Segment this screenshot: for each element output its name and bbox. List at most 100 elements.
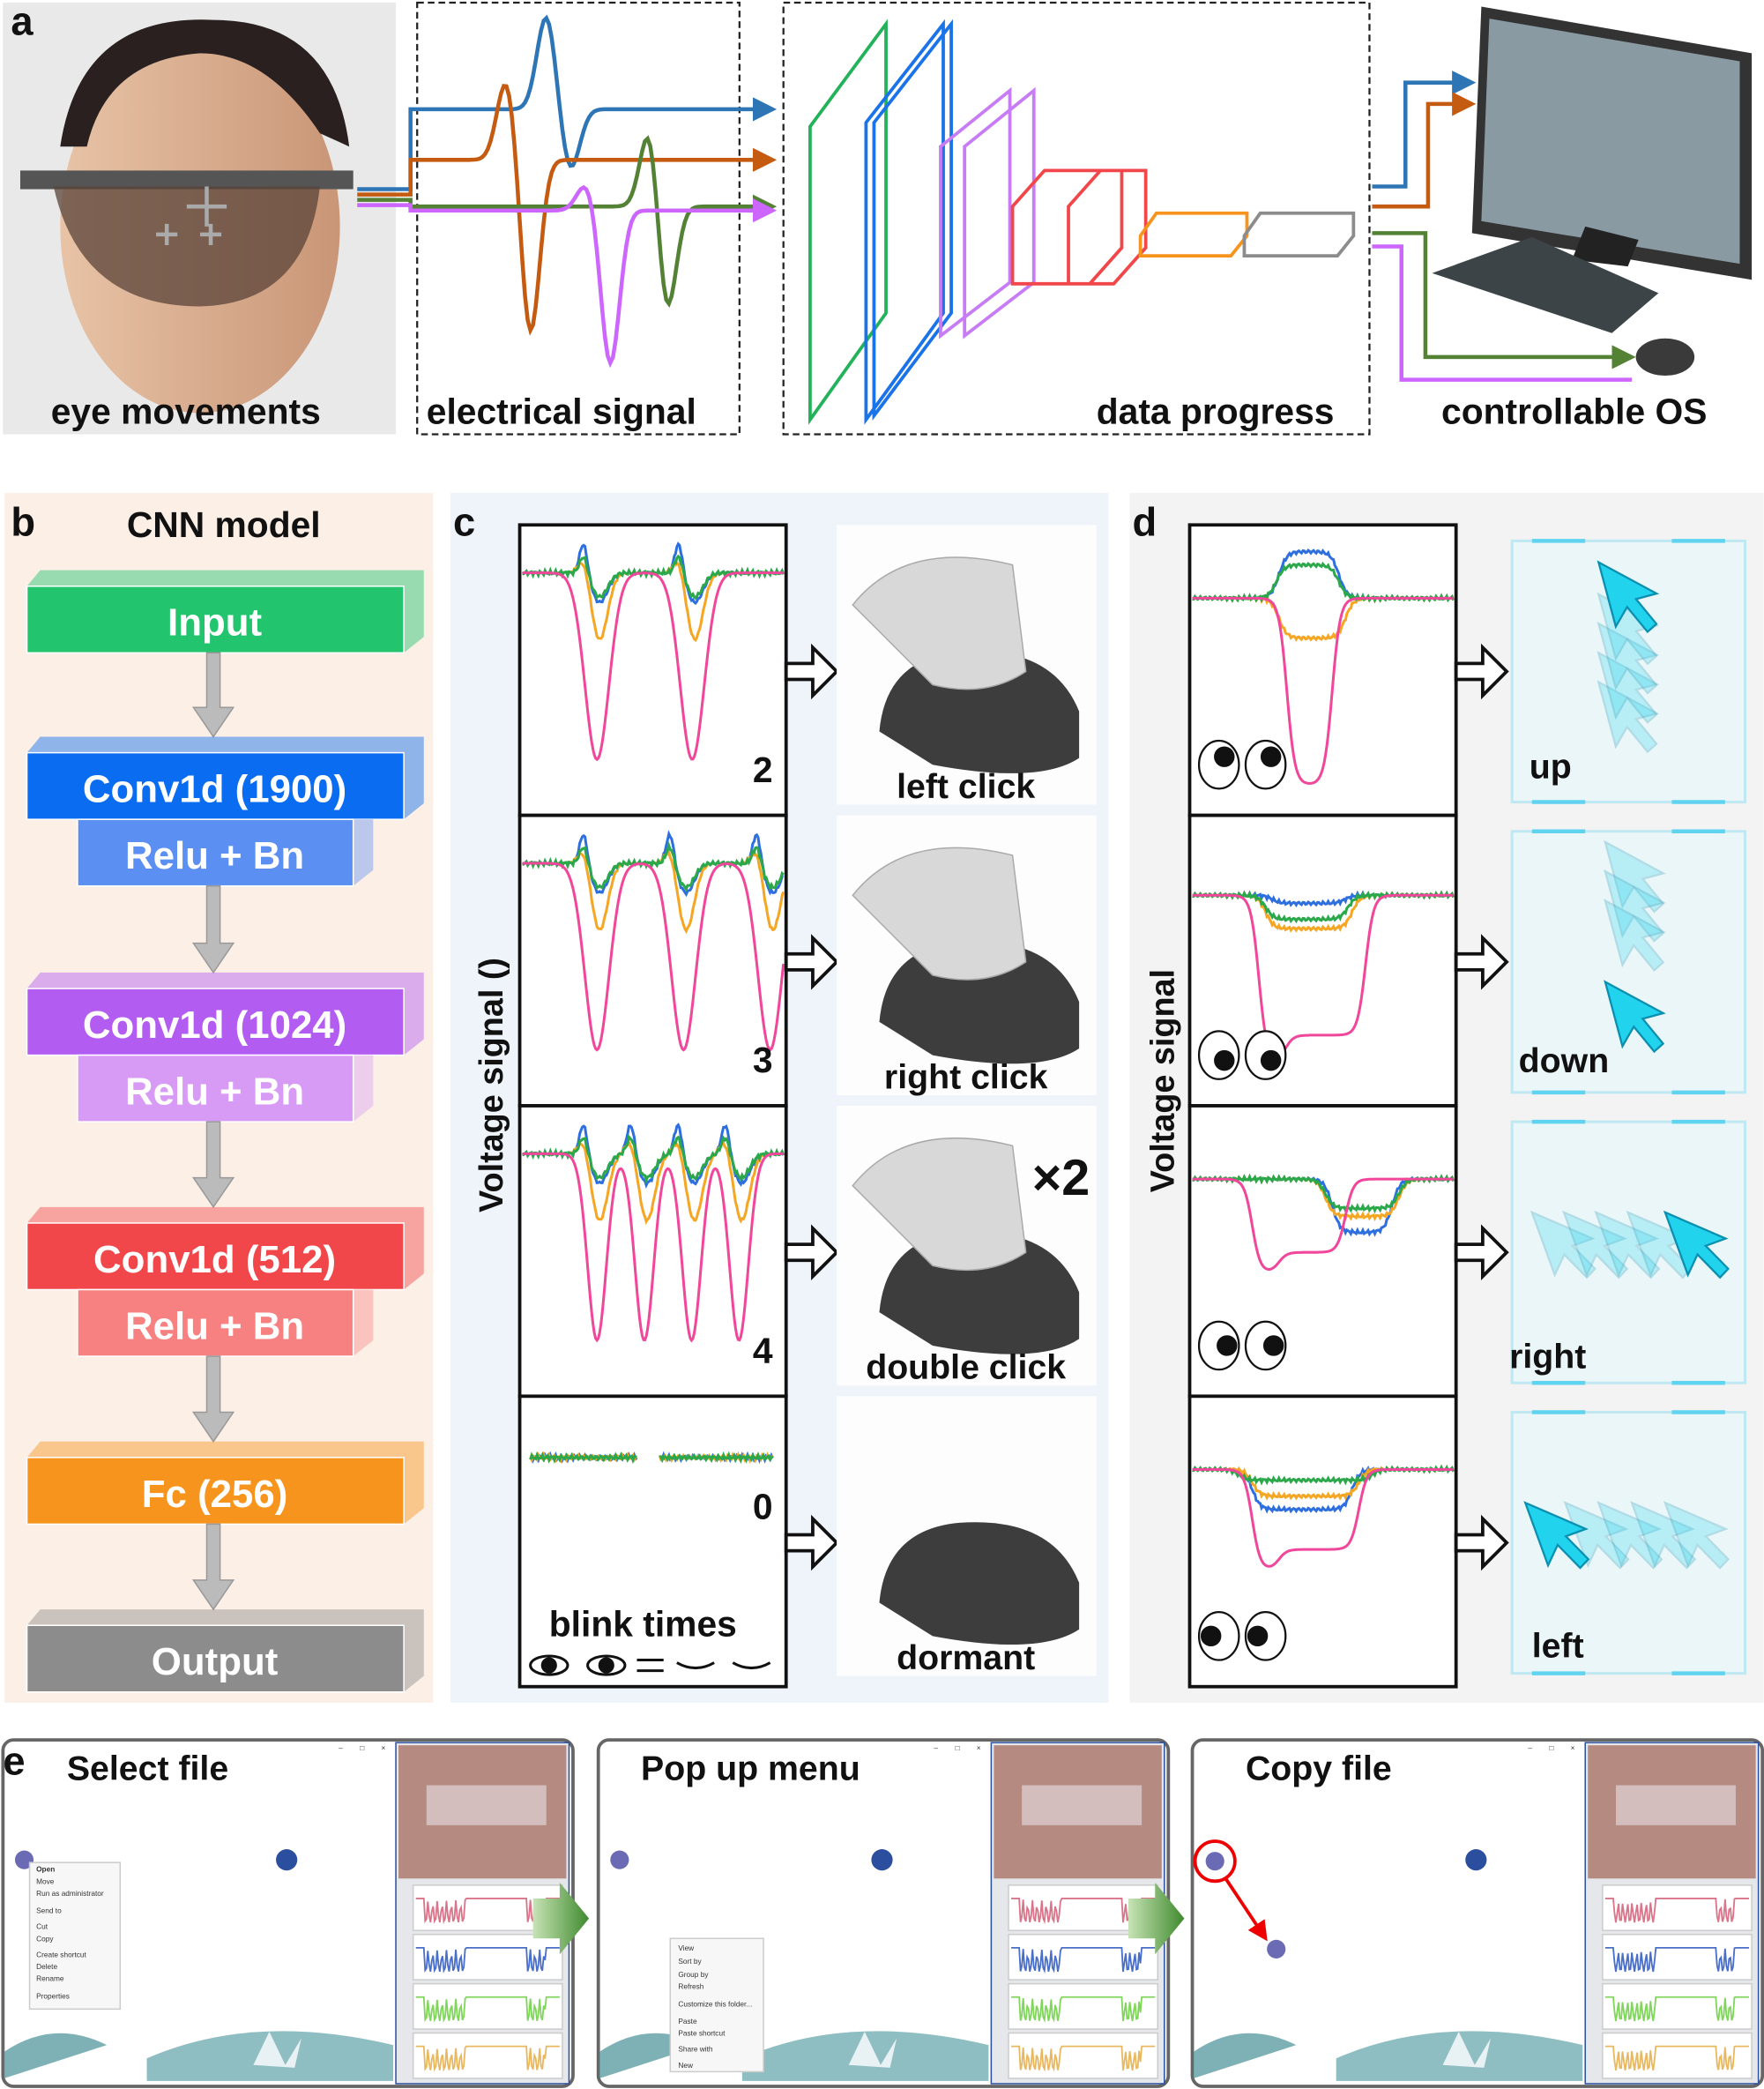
step-title: Copy file (1246, 1749, 1392, 1787)
menu-item[interactable]: Copy (36, 1934, 54, 1943)
menu-item[interactable]: Move (36, 1876, 55, 1885)
caption-controllable-os: controllable OS (1441, 391, 1707, 431)
panel-e: –□×Select file–□×Pop up menu–□×Copy file… (1, 1738, 1764, 2088)
arrow-icon (1454, 1224, 1509, 1280)
eye-direction-icon (1197, 1320, 1287, 1371)
mouse-action-image: double click×2 (837, 1105, 1097, 1387)
menu-item[interactable]: View (678, 1944, 695, 1952)
live-signal-trace (1604, 2045, 1750, 2070)
cursor-icon (1663, 1210, 1730, 1280)
panel-letter-c: c (453, 499, 475, 544)
menu-item[interactable]: Cut (36, 1922, 48, 1931)
live-signal-trace (1011, 1946, 1156, 1974)
signal-trace (357, 135, 778, 308)
next-step-arrow (1128, 1882, 1185, 1955)
mouse-icon (879, 1522, 1080, 1645)
desktop-icon[interactable] (1465, 1849, 1487, 1871)
cursor-motion-card: right (1509, 1119, 1747, 1385)
cursor-icon (1563, 1501, 1630, 1570)
cursor-icon (1604, 839, 1666, 914)
signal-trace (1192, 1467, 1454, 1568)
screen-capture-2: – □ × Copy file (1190, 1738, 1764, 2088)
menu-item[interactable]: Create shortcut (36, 1950, 86, 1958)
computer (1432, 6, 1753, 377)
live-signal-trace (1604, 1898, 1750, 1923)
caption-eye-movements: eye movements (51, 391, 321, 431)
live-signal-trace (1011, 1996, 1156, 2023)
menu-item[interactable]: Paste shortcut (678, 2029, 726, 2038)
glasses-lens (53, 186, 320, 307)
window-control-2[interactable]: × (381, 1743, 385, 1752)
menu-item[interactable]: Delete (36, 1962, 57, 1971)
file-icon[interactable] (610, 1850, 629, 1869)
arrow-icon (784, 1514, 839, 1571)
block-label: Conv1d (1900) (83, 768, 346, 811)
live-signal-trace (415, 1996, 560, 2023)
panel-letter-b: b (11, 499, 35, 544)
signal-trace (357, 84, 778, 336)
move-arrow (1224, 1877, 1268, 1942)
window-control-1[interactable]: □ (360, 1743, 364, 1752)
menu-item[interactable]: Refresh (678, 1982, 703, 1991)
cursor-icon (1597, 1501, 1664, 1570)
blink-times-caption: blink times (549, 1603, 737, 1644)
blink-eyes-icon (529, 1654, 771, 1676)
menu-item[interactable]: Run as administrator (36, 1889, 104, 1898)
window-control-0[interactable]: – (934, 1743, 938, 1752)
keyboard (1432, 236, 1659, 333)
menu-item[interactable]: Properties (36, 1991, 70, 2000)
eye-direction-icon (1197, 739, 1287, 790)
block-label: Fc (256) (142, 1473, 288, 1516)
menu-item[interactable]: Customize this folder... (678, 1999, 752, 2008)
menu-item[interactable]: New (678, 2061, 694, 2070)
flow-arrow (191, 1121, 235, 1209)
menu-item[interactable]: Rename (36, 1974, 64, 1983)
arrow-icon (1454, 643, 1509, 700)
mouse-action-image: right click (837, 815, 1097, 1096)
electrical-signals (357, 14, 778, 369)
window-control-2[interactable]: × (1571, 1743, 1575, 1752)
menu-item[interactable]: Paste (678, 2017, 697, 2026)
live-signal-trace (1604, 1996, 1750, 2022)
cursor-icon (1663, 1501, 1730, 1570)
cursor-icon (1604, 980, 1666, 1054)
window-control-0[interactable]: – (1528, 1743, 1532, 1752)
menu-item[interactable]: Share with (678, 2045, 713, 2054)
mouse (1635, 338, 1695, 377)
step-title: Pop up menu (641, 1749, 860, 1787)
menu-item[interactable]: Group by (678, 1970, 709, 1979)
cursor-icon (1523, 1501, 1590, 1570)
signal-trace (522, 571, 784, 762)
window-control-2[interactable]: × (977, 1743, 981, 1752)
menu-item[interactable]: Sort by (678, 1957, 702, 1966)
signal-box (416, 1, 741, 436)
electrode-marks (156, 186, 227, 245)
panel-letter-a: a (11, 0, 33, 43)
live-signal-trace (1604, 1946, 1750, 1973)
desktop-icon[interactable] (871, 1849, 893, 1871)
copy-indicator (1193, 1839, 1286, 1958)
blink-count: 3 (753, 1040, 773, 1080)
direction-label: down (1519, 1041, 1610, 1080)
window-control-1[interactable]: □ (1549, 1743, 1553, 1752)
cursor-icon (1594, 1210, 1661, 1280)
window-control-0[interactable]: – (339, 1743, 343, 1752)
cursor-motion-card: left (1510, 1410, 1747, 1675)
blink-signal-plot (517, 1104, 788, 1399)
copied-file-icon[interactable] (1267, 1939, 1286, 1958)
window-control-1[interactable]: □ (956, 1743, 960, 1752)
file-icon[interactable] (1205, 1852, 1224, 1871)
signal-trace (357, 14, 778, 191)
desktop-icon[interactable] (276, 1849, 298, 1871)
direction-label: left (1532, 1626, 1584, 1665)
menu-item[interactable]: Send to (36, 1906, 62, 1915)
cursor-icon (1597, 651, 1660, 724)
menu-item[interactable]: Open (36, 1865, 55, 1874)
robot-hand-icon (852, 1137, 1027, 1272)
arrow-icon (1454, 934, 1509, 990)
block-sublabel: Relu + Bn (125, 834, 304, 877)
